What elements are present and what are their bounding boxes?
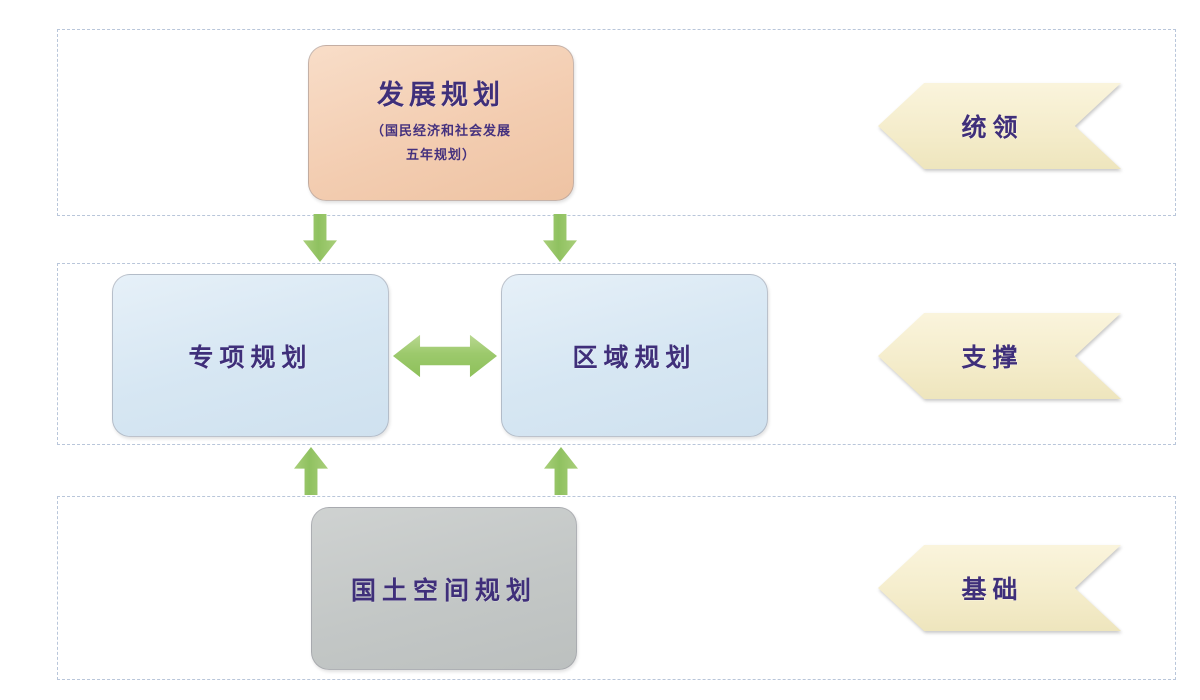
arrow-up-land-to-regional [544,447,578,495]
node-development-plan-title: 发展规划 [377,80,505,111]
band-middle-tier [57,263,1176,445]
band-top-tier [57,29,1176,216]
chevron-top-wrap: 统领 [878,83,1121,169]
chevron-zhicheng[interactable]: 支撑 [878,313,1121,399]
node-special-plan[interactable]: 专项规划 [112,274,389,437]
chevron-zhicheng-label: 支撑 [961,345,1024,372]
chevron-middle-wrap: 支撑 [878,313,1121,399]
chevron-tongling[interactable]: 统领 [878,83,1121,169]
node-development-plan[interactable]: 发展规划 （国民经济和社会发展 五年规划） [308,45,574,201]
node-regional-plan[interactable]: 区域规划 [501,274,768,437]
node-regional-plan-title: 区域规划 [572,344,697,372]
arrow-down-development-to-special [303,214,337,262]
arrow-up-land-to-special [294,447,328,495]
band-bottom-tier [57,496,1176,680]
chevron-jichu-label: 基础 [961,577,1024,604]
node-development-plan-subtitle-line1: （国民经济和社会发展 [370,122,511,138]
node-special-plan-title: 专项规划 [188,344,313,372]
chevron-bottom-wrap: 基础 [878,545,1121,631]
node-land-space-plan[interactable]: 国土空间规划 [311,507,577,670]
node-land-space-plan-title: 国土空间规划 [350,577,537,605]
chevron-tongling-label: 统领 [961,115,1024,142]
chevron-jichu[interactable]: 基础 [878,545,1121,631]
arrow-down-development-to-regional [543,214,577,262]
node-development-plan-subtitle-line2: 五年规划） [405,146,476,162]
